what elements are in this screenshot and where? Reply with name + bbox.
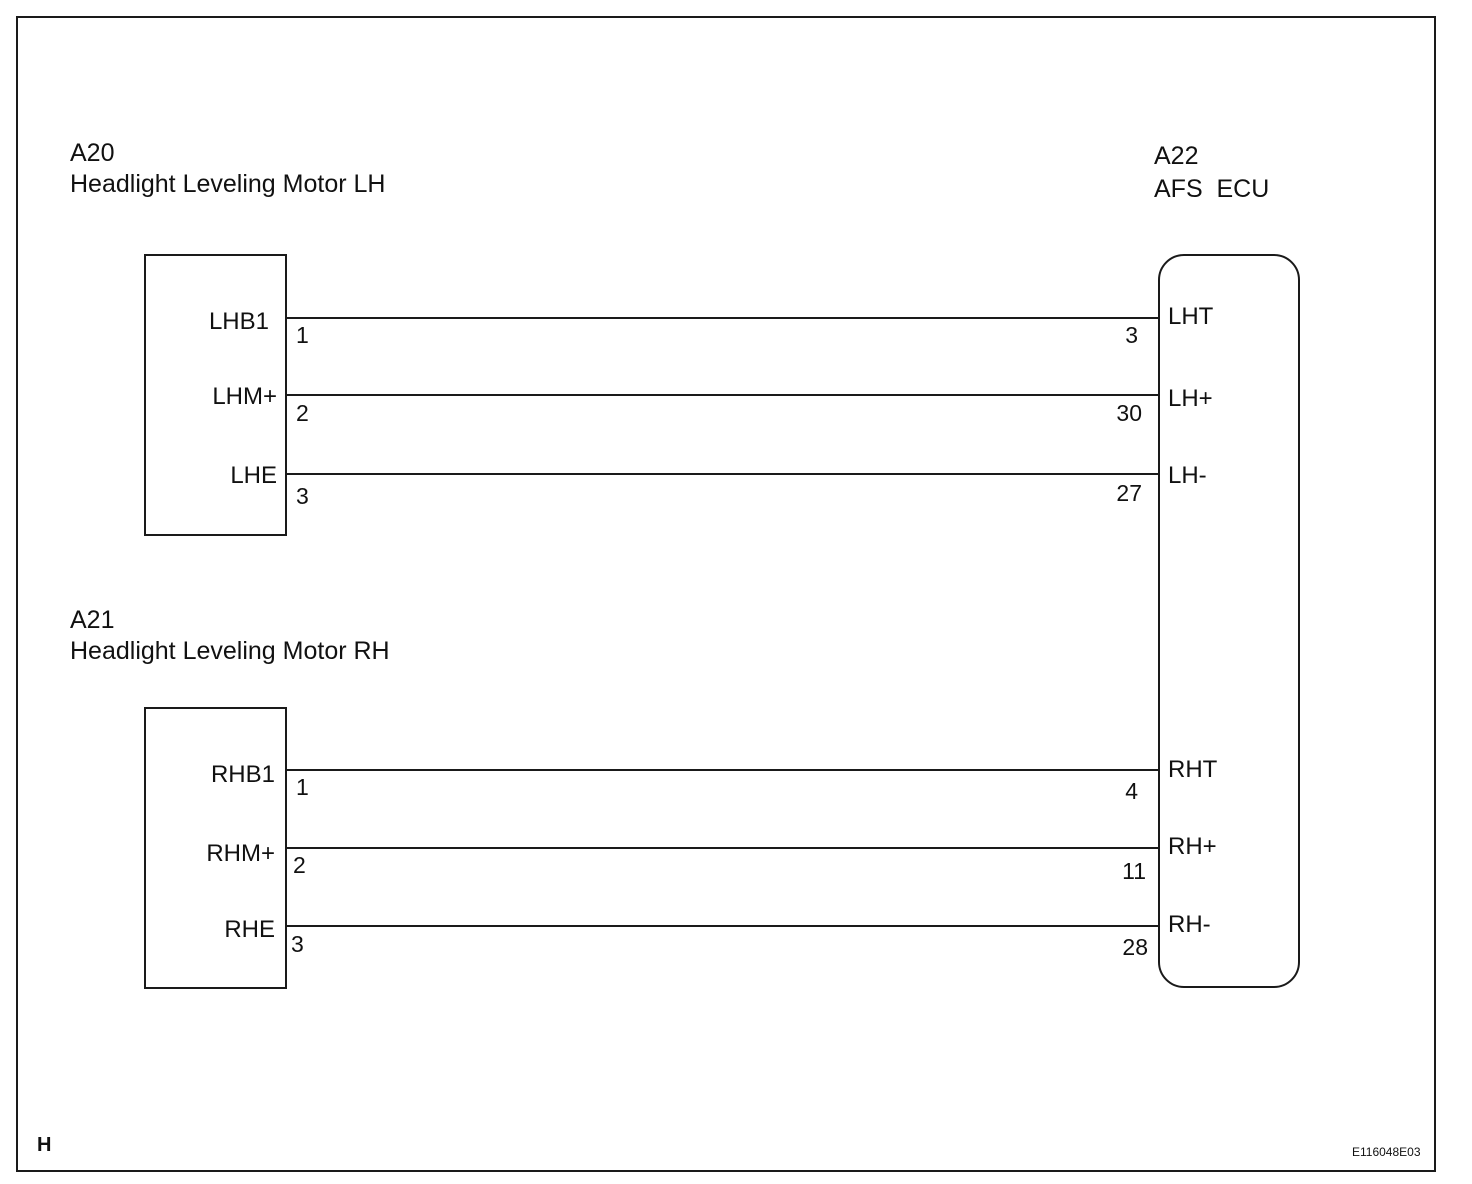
afs-ecu-box [1158,254,1300,988]
ecu-pin-label-lht: LHT [1168,303,1214,330]
a21-connector-id: A21 [70,606,115,634]
ecu-pin-label-rhplus: RH+ [1168,833,1217,860]
rh-motor-box [144,707,287,989]
ecu-pin-num-lhplus: 30 [1116,400,1142,426]
rh-pin-num-3: 3 [291,931,304,957]
wire-lhb1-lht [287,317,1158,319]
wire-rhe-rhminus [287,925,1158,927]
wire-lhm-lhplus [287,394,1158,396]
corner-label: H [37,1134,52,1156]
rh-pin-label-3: RHE [224,916,275,943]
ecu-pin-label-lhplus: LH+ [1168,385,1213,412]
lh-pin-num-3: 3 [296,483,309,509]
diagram-frame [16,16,1436,1172]
lh-pin-num-1: 1 [296,322,309,348]
lh-pin-label-3: LHE [230,462,277,489]
a20-connector-name: Headlight Leveling Motor LH [70,170,386,198]
ecu-pin-label-rhminus: RH- [1168,911,1211,938]
ecu-pin-num-rhminus: 28 [1122,934,1148,960]
wire-rhb1-rht [287,769,1158,771]
rh-pin-label-2: RHM+ [206,840,275,867]
lh-pin-num-2: 2 [296,400,309,426]
lh-pin-label-1: LHB1 [208,308,269,335]
ecu-pin-label-rht: RHT [1168,756,1218,783]
rh-pin-num-1: 1 [296,774,309,800]
a22-connector-name: AFS ECU [1154,175,1270,203]
a20-connector-id: A20 [70,139,115,167]
ecu-pin-num-lhminus: 27 [1116,480,1142,506]
rh-pin-label-1: RHB1 [210,761,275,788]
ecu-pin-num-lht: 3 [1125,322,1138,348]
ecu-pin-num-rhplus: 11 [1122,858,1146,884]
a21-connector-name: Headlight Leveling Motor RH [70,637,390,665]
a22-connector-id: A22 [1154,142,1199,170]
wire-rhm-rhplus [287,847,1158,849]
rh-pin-num-2: 2 [293,852,306,878]
lh-pin-label-2: LHM+ [212,383,277,410]
figure-code: E116048E03 [1352,1145,1421,1159]
ecu-pin-label-lhminus: LH- [1168,462,1207,489]
ecu-pin-num-rht: 4 [1125,778,1138,804]
wire-lhe-lhminus [287,473,1158,475]
lh-motor-box [144,254,287,536]
